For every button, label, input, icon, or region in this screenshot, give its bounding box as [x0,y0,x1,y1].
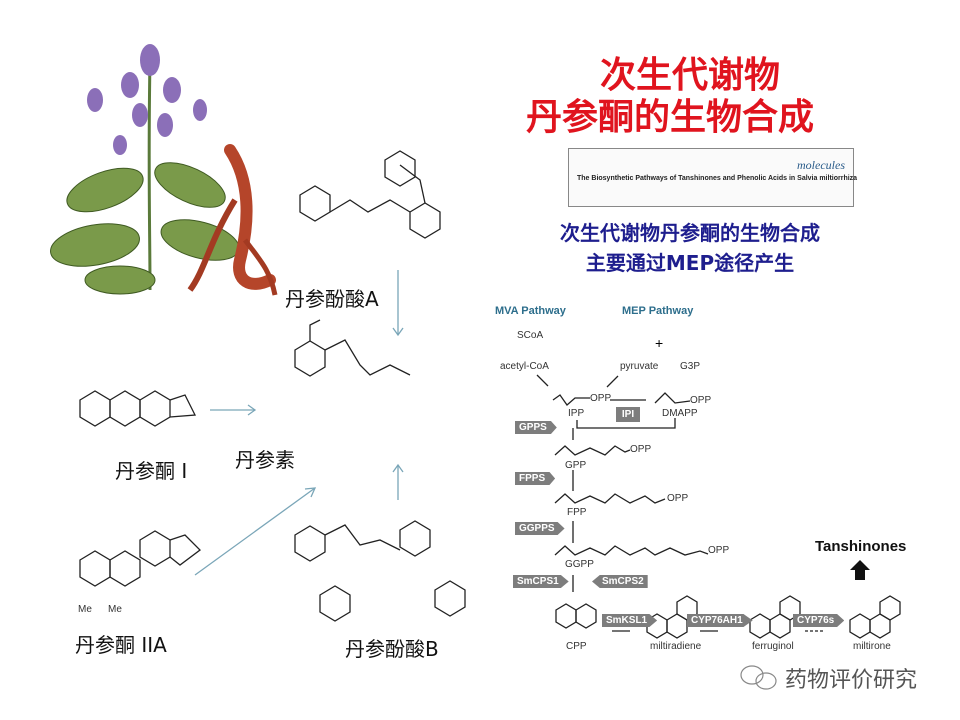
ipi-enzyme-box: IPI [616,407,640,422]
cyp76s-enzyme-tag: CYP76s [793,614,845,627]
ferruginol-label: ferruginol [752,641,794,652]
g3p-label: G3P [680,361,701,372]
label-salvianolic-acid-a: 丹参酚酸A [285,287,379,311]
dmapp-label: DMAPP [662,408,698,419]
tanshinones-label: Tanshinones [815,538,907,555]
acetyl-coa-label: acetyl-CoA [500,361,549,372]
scoa-label: SCoA [517,330,544,341]
methyl-label: Me [108,604,122,615]
opp-label: OPP [690,395,712,406]
miltiradiene-label: miltiradiene [650,641,702,652]
pyruvate-label: pyruvate [620,361,659,372]
salvia-plant-illustration [50,44,278,296]
label-danshensu: 丹参素 [235,448,295,472]
plus-sign: + [655,335,664,351]
gpps-enzyme-tag: GPPS [515,421,557,434]
opp-label: OPP [590,393,612,404]
miltirone-label: miltirone [853,641,891,652]
pathway-lines [536,374,901,639]
label-tanshinone-iia: 丹参酮 IIA [75,633,167,657]
cpp-label: CPP [566,641,587,652]
methyl-label: Me [78,604,92,615]
mva-pathway-label: MVA Pathway [495,305,566,317]
ipp-label: IPP [568,408,585,419]
up-arrow-icon [850,560,870,580]
ggpps-enzyme-tag: GGPPS [515,522,565,535]
fpps-enzyme-tag: FPPS [515,472,556,485]
smcps1-enzyme-tag: SmCPS1 [513,575,569,588]
title-line-1: 次生代谢物 [599,55,780,96]
mep-pathway-label: MEP Pathway [622,305,694,317]
label-tanshinone-i: 丹参酮 I [115,459,188,483]
smcps2-enzyme-tag: SmCPS2 [592,575,648,588]
smksl1-enzyme-tag: SmKSL1 [602,614,658,627]
label-salvianolic-acid-b: 丹参酚酸B [345,637,439,661]
wechat-logo-icon [740,665,777,690]
fpp-label: FPP [567,507,587,518]
subtitle-line-2: 主要通过MEP途径产生 [585,251,795,275]
subtitle-line-1: 次生代谢物丹参酮的生物合成 [560,221,820,245]
title-line-2: 丹参酮的生物合成 [525,97,814,138]
paper-thumbnail: molecules The Biosynthetic Pathways of T… [568,148,858,207]
gpp-label: GPP [565,460,587,471]
paper-title: The Biosynthetic Pathways of Tanshinones… [577,175,858,182]
chemical-structures [79,150,466,622]
journal-name: molecules [797,158,845,172]
opp-label: OPP [708,545,730,556]
cyp76ah1-enzyme-tag: CYP76AH1 [687,614,753,627]
opp-label: OPP [667,493,689,504]
opp-label: OPP [630,444,652,455]
watermark-text: 药物评价研究 [785,668,918,693]
reaction-arrows [194,270,404,576]
ggpp-label: GGPP [565,559,594,570]
